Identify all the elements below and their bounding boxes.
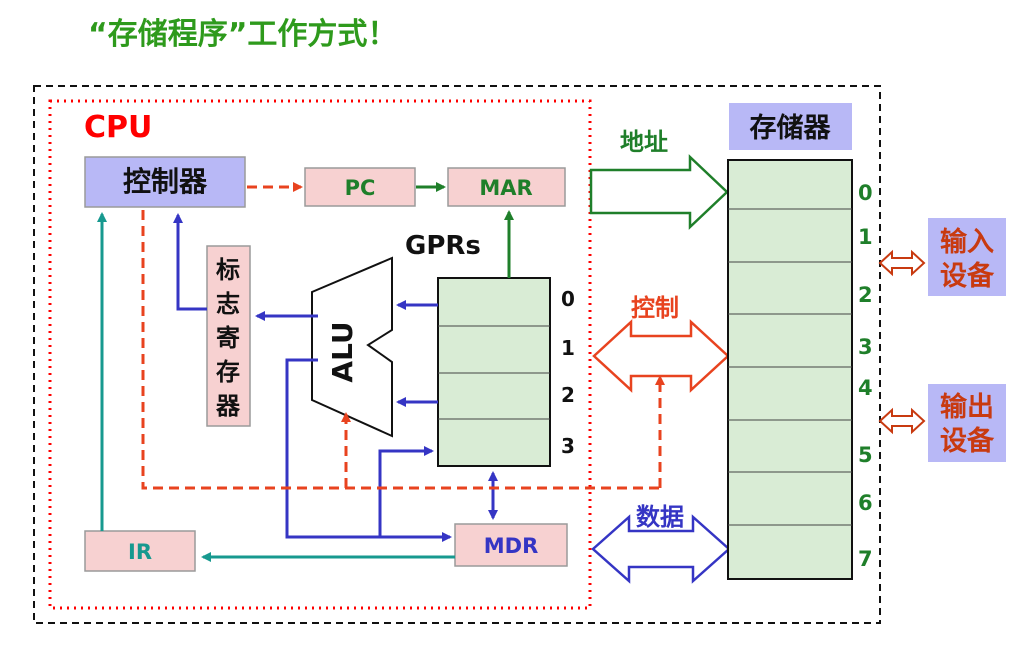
controller-label: 控制器 xyxy=(123,165,208,198)
memory-index-1: 1 xyxy=(858,225,873,249)
output-device-arrow xyxy=(878,407,926,435)
control-bus-arrow xyxy=(592,319,730,393)
alu-label: ALU xyxy=(326,321,359,382)
flags-char-5: 器 xyxy=(215,392,241,420)
data-bus-label: 数据 xyxy=(636,503,684,531)
gpr-index-0: 0 xyxy=(561,287,575,311)
gprs-box xyxy=(437,277,551,467)
alu-shape xyxy=(311,256,393,438)
gprs-label: GPRs xyxy=(405,231,481,261)
flags-char-1: 标 xyxy=(216,256,240,284)
flags-char-2: 志 xyxy=(216,290,240,318)
pc-box xyxy=(304,167,416,207)
memory-index-2: 2 xyxy=(858,283,873,307)
memory-label: 存储器 xyxy=(750,113,832,144)
memory-index-0: 0 xyxy=(858,181,873,205)
output-device-label-1: 输出 xyxy=(940,391,994,423)
controller-box xyxy=(84,156,246,208)
input-device-box xyxy=(928,218,1006,296)
mar-box xyxy=(447,167,566,207)
address-bus-label: 地址 xyxy=(620,128,668,156)
flags-char-3: 寄 xyxy=(216,324,240,352)
memory-index-5: 5 xyxy=(858,443,873,467)
input-device-label-1: 输入 xyxy=(940,226,994,258)
memory-index-4: 4 xyxy=(858,376,873,400)
input-device-label-2: 设备 xyxy=(940,261,995,292)
flags-register-box xyxy=(206,245,251,427)
alu-to-mdr-line xyxy=(285,358,452,542)
flags-char-4: 存 xyxy=(216,358,240,386)
memory-label-box xyxy=(729,103,852,150)
memory-index-3: 3 xyxy=(858,335,873,359)
gpr-index-3: 3 xyxy=(561,434,575,458)
output-device-box xyxy=(928,384,1006,462)
pc-label: PC xyxy=(345,176,376,200)
cpu-frame xyxy=(48,99,592,610)
gpr-index-1: 1 xyxy=(561,336,575,360)
memory-index-7: 7 xyxy=(858,547,873,571)
output-device-label-2: 设备 xyxy=(940,426,995,457)
flags-to-controller-arrow xyxy=(173,213,207,311)
ir-box xyxy=(84,530,196,572)
mar-label: MAR xyxy=(479,176,532,200)
address-bus-arrow xyxy=(589,154,729,230)
control-signal-line xyxy=(141,210,660,490)
mdr-to-gpr-arrow xyxy=(378,446,434,537)
memory-box xyxy=(727,159,853,580)
cpu-label: CPU xyxy=(84,110,152,145)
control-bus-label: 控制 xyxy=(631,294,679,322)
gpr-index-2: 2 xyxy=(561,383,575,407)
computer-frame xyxy=(33,85,881,624)
memory-index-6: 6 xyxy=(858,491,873,515)
mdr-box xyxy=(454,523,568,567)
page-title: “存储程序”工作方式！ xyxy=(88,17,397,52)
ir-label: IR xyxy=(128,540,152,564)
input-device-arrow xyxy=(878,249,926,277)
mdr-label: MDR xyxy=(484,534,539,558)
